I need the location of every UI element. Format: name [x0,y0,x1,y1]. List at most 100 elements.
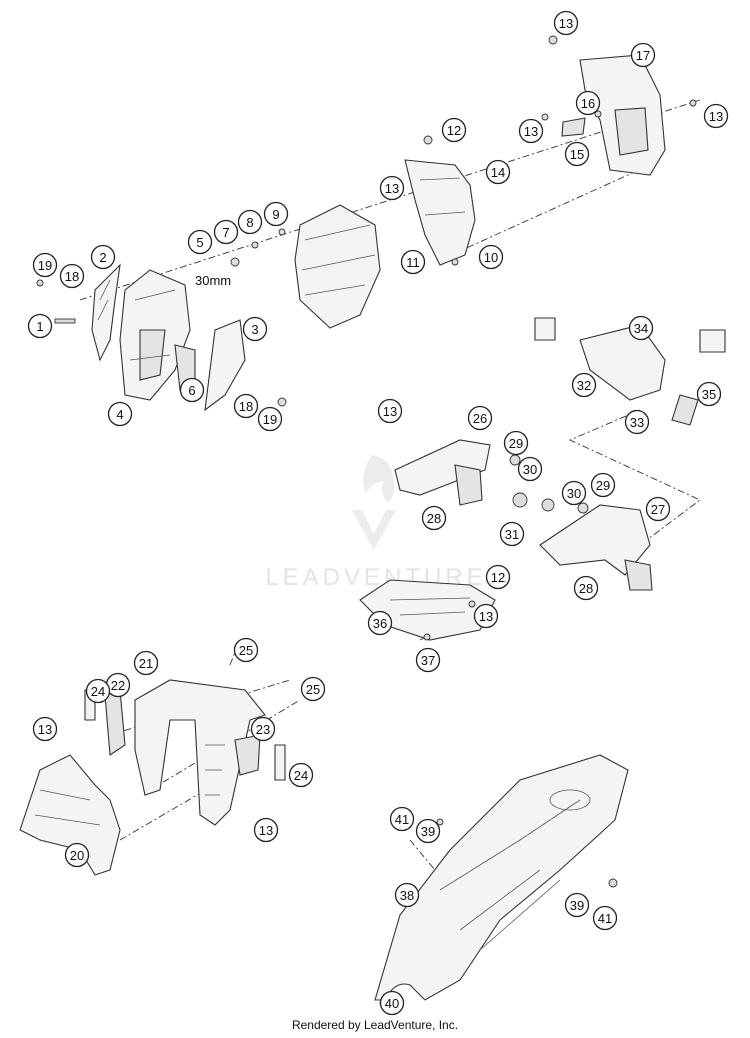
callout-41: 41 [592,905,618,931]
callout-number: 12 [491,570,505,585]
callout-circle [379,175,405,201]
callout-circle [32,252,58,278]
callout-8: 8 [237,209,263,235]
callout-25: 25 [233,637,259,663]
callout-circle [624,409,650,435]
callout-38: 38 [394,882,420,908]
callout-circle [518,118,544,144]
callout-number: 38 [400,888,414,903]
callout-circle [179,377,205,403]
callout-circle [133,650,159,676]
callout-number: 41 [395,812,409,827]
callout-number: 24 [294,768,308,783]
callout-circle [421,505,447,531]
callout-30: 30 [517,456,543,482]
callout-number: 18 [239,399,253,414]
callout-number: 13 [479,609,493,624]
fork-guard-brackets [84,689,286,781]
callout-number: 32 [577,378,591,393]
callout-number: 21 [139,656,153,671]
callout-circle [564,892,590,918]
footer-credit: Rendered by LeadVenture, Inc. [291,1018,459,1032]
callout-23: 23 [250,716,276,742]
callout-13: 13 [377,398,403,424]
callout-1: 1 [27,313,53,339]
callout-circle [441,117,467,143]
callout-30: 30 [561,480,587,506]
callout-circle [415,647,441,673]
callout-22: 22 [105,672,131,698]
callout-28: 28 [573,575,599,601]
callout-circle [107,401,133,427]
callout-circle [253,817,279,843]
callout-circle [573,575,599,601]
callout-number: 34 [634,321,648,336]
callout-circle [367,610,393,636]
callout-33: 33 [624,409,650,435]
callout-2: 2 [90,244,116,270]
callout-circle [696,381,722,407]
callout-number: 8 [246,215,253,230]
callout-number: 16 [581,96,595,111]
callout-29: 29 [590,472,616,498]
callout-6: 6 [179,377,205,403]
callout-number: 31 [505,527,519,542]
callout-29: 29 [503,430,529,456]
callout-13: 13 [553,10,579,36]
callout-number: 13 [559,16,573,31]
callout-circle [485,159,511,185]
callout-5: 5 [187,229,213,255]
callout-circle [590,472,616,498]
callout-18: 18 [59,263,85,289]
callout-13: 13 [379,175,405,201]
callout-14: 14 [485,159,511,185]
callout-16: 16 [575,90,601,116]
callout-number: 30 [523,462,537,477]
callout-number: 41 [598,911,612,926]
callout-20: 20 [64,842,90,868]
spring-parts [509,454,589,514]
footrest-bracket-left [394,439,491,506]
callout-circle [187,229,213,255]
callout-number: 26 [473,411,487,426]
callout-39: 39 [415,818,441,844]
callout-circle [237,209,263,235]
callout-circle [467,405,493,431]
callout-number: 30 [567,486,581,501]
instrument-bracket [561,54,666,176]
callout-circle [32,716,58,742]
callout-circle [27,313,53,339]
callout-13: 13 [32,716,58,742]
callout-number: 23 [256,722,270,737]
callout-number: 39 [421,824,435,839]
dimension-label: 30mm [195,273,231,288]
callout-circle [233,637,259,663]
callout-37: 37 [415,647,441,673]
callout-circle [59,263,85,289]
callout-circle [300,676,326,702]
callout-number: 40 [385,996,399,1011]
callout-number: 18 [65,269,79,284]
callout-number: 37 [421,653,435,668]
callout-number: 29 [509,436,523,451]
callout-number: 36 [373,616,387,631]
callout-15: 15 [564,141,590,167]
callout-36: 36 [367,610,393,636]
callout-19: 19 [32,252,58,278]
callout-13: 13 [518,118,544,144]
callout-number: 20 [70,848,84,863]
headlight-mask-left [91,263,121,362]
callout-circle [389,806,415,832]
callout-circle [213,219,239,245]
fasteners [36,35,697,1007]
callout-13: 13 [703,103,729,129]
callout-21: 21 [133,650,159,676]
callout-circle [288,762,314,788]
headlight-unit [294,204,381,329]
callout-40: 40 [379,990,405,1016]
callout-number: 22 [111,678,125,693]
callout-25: 25 [300,676,326,702]
callout-number: 9 [272,207,279,222]
callout-number: 1 [36,319,43,334]
callout-number: 5 [196,235,203,250]
